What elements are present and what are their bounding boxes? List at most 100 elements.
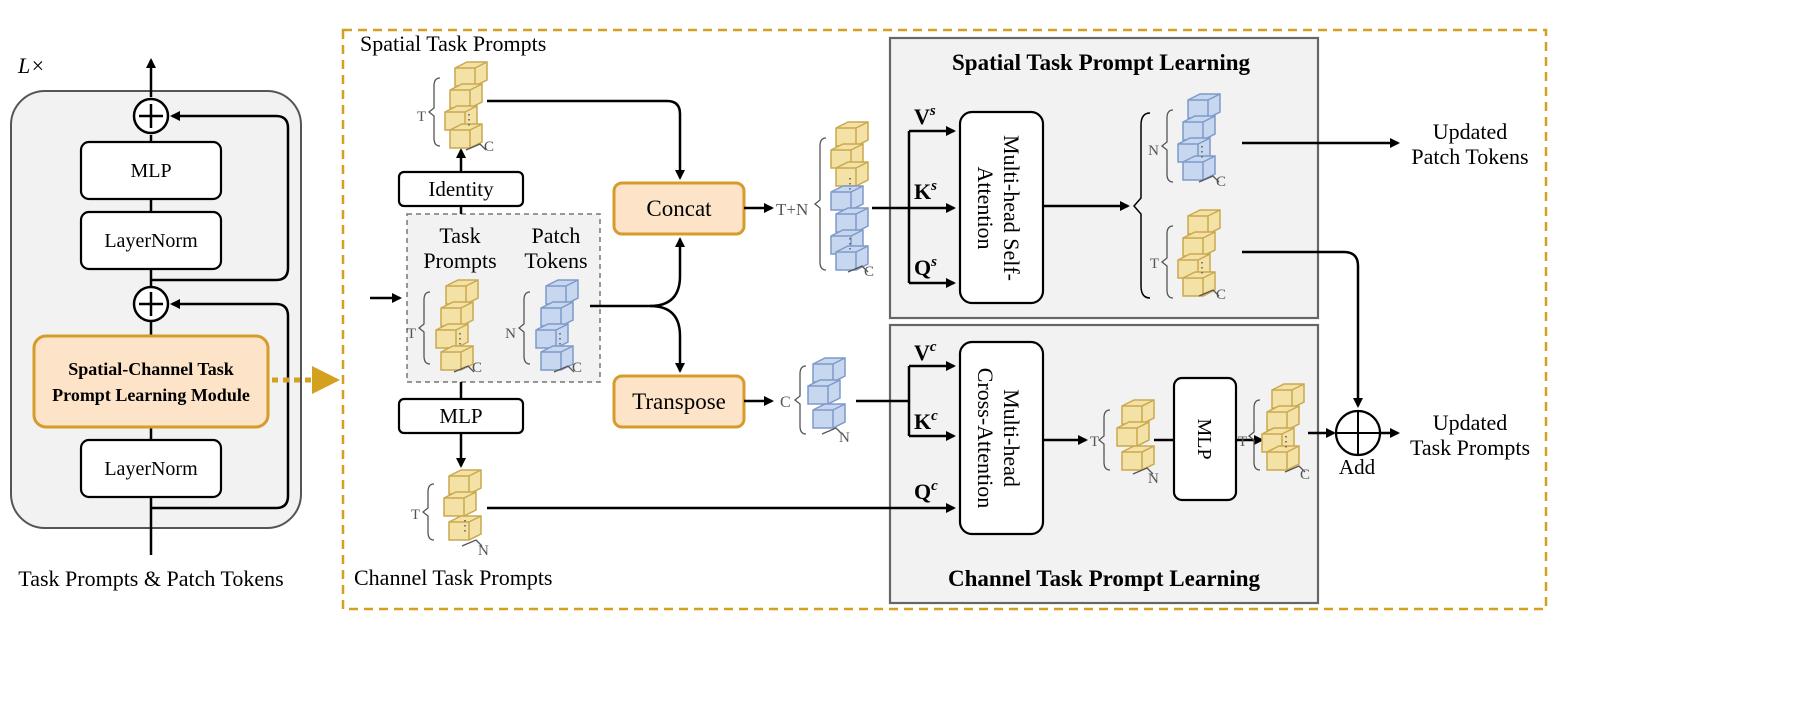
channel-q-sup: c (931, 478, 938, 494)
sym-c: C (572, 360, 582, 376)
layernorm-top-box (79, 210, 223, 271)
sym-n: N (505, 326, 516, 342)
repeat-label: L× (17, 53, 45, 78)
prompt-branch: Spatial Task Prompts Channel Task Prompt… (354, 31, 874, 590)
svg-text:Vc: Vc (914, 339, 937, 365)
sym-t: T (411, 507, 420, 523)
module-detail-frame (341, 28, 1548, 611)
self-attention-label-l2: Attention (973, 166, 998, 249)
sym-c: C (1216, 287, 1226, 303)
spatial-prompts-title: Spatial Task Prompts (360, 31, 546, 56)
channel-v-sup: c (930, 339, 937, 355)
channel-output-stack: ⋮ C (1247, 383, 1310, 483)
transposed-tokens-stack: N (793, 357, 850, 446)
add-node: Add (1334, 409, 1382, 479)
patch-tokens-stack: ⋮ N C (505, 279, 582, 376)
channel-mlp-label: MLP (1193, 418, 1215, 459)
updated-patch-tokens-l2: Patch Tokens (1411, 144, 1528, 169)
block-input-label: Task Prompts & Patch Tokens (18, 566, 283, 591)
module-label-line1: Spatial-Channel Task (68, 359, 234, 379)
patch-tokens-label-l1: Patch (532, 223, 581, 248)
sym-t: T (1238, 434, 1247, 450)
svg-text:⋮: ⋮ (458, 519, 472, 534)
sym-c: C (1300, 467, 1310, 483)
sym-t-plus-n: T+N (776, 200, 808, 219)
spatial-panel-box (888, 36, 1320, 320)
spatial-task-prompt-learning-panel: Spatial Task Prompt Learning Vs Ks Qs Mu… (872, 36, 1400, 408)
updated-task-prompts-l2: Task Prompts (1410, 435, 1530, 460)
spatial-v-sup: s (929, 103, 936, 119)
updated-patch-stack: ⋮ N C (1148, 93, 1226, 190)
layernorm-bottom-label: LayerNorm (104, 458, 198, 480)
updated-spatial-prompts-stack: ⋮ T C (1150, 209, 1226, 303)
mlp-label: MLP (130, 160, 171, 182)
spatial-channel-module-box (32, 334, 270, 429)
identity-label: Identity (428, 177, 494, 201)
transpose-label: Transpose (632, 389, 726, 414)
concat-output-stack: ⋮ ⋮ C (813, 121, 874, 280)
sym-n: N (839, 430, 850, 446)
channel-k-label: K (914, 409, 931, 434)
transformer-block: L× MLP LayerNorm Spatial-Channel Task Pr… (10, 53, 302, 591)
sym-c: C (780, 394, 791, 411)
channel-prompts-title: Channel Task Prompts (354, 565, 553, 590)
sym-c: C (472, 360, 482, 376)
sym-t: T (1150, 256, 1159, 272)
sym-c: C (1216, 174, 1226, 190)
svg-text:Qc: Qc (914, 478, 938, 504)
cross-attention-box (958, 340, 1045, 536)
spatial-v-label: V (914, 104, 930, 129)
self-attention-label-l1: Multi-head Self- (999, 135, 1024, 281)
residual-add-top (132, 97, 170, 135)
channel-panel-title: Channel Task Prompt Learning (948, 566, 1261, 591)
sym-c: C (484, 139, 494, 155)
svg-text:⋮: ⋮ (553, 332, 567, 347)
channel-k-sup: c (931, 408, 938, 424)
svg-text:Vs: Vs (914, 103, 936, 129)
spatial-k-label: K (914, 179, 931, 204)
sym-t: T (407, 326, 416, 342)
sym-n: N (1148, 143, 1159, 159)
spatial-k-sup: s (930, 178, 937, 194)
channel-q-label: Q (914, 479, 931, 504)
spatial-panel-title: Spatial Task Prompt Learning (952, 50, 1251, 75)
prompt-mlp-label: MLP (439, 404, 482, 428)
cross-attention-label-l2: Cross-Attention (973, 368, 998, 509)
svg-text:⋮: ⋮ (453, 332, 467, 347)
module-label-line2: Prompt Learning Module (52, 385, 250, 405)
mlp-box (79, 140, 223, 201)
task-prompts-label-l1: Task (439, 223, 480, 248)
spatial-q-label: Q (914, 255, 931, 280)
cross-attention-label-l1: Multi-head (999, 389, 1024, 487)
patch-tokens-label-l2: Tokens (524, 248, 587, 273)
sym-c: C (864, 264, 874, 280)
self-attention-box (958, 110, 1045, 305)
sym-n: N (1148, 471, 1159, 487)
layernorm-top-label: LayerNorm (104, 230, 198, 252)
svg-text:Qs: Qs (914, 254, 937, 280)
add-label: Add (1339, 455, 1376, 479)
svg-text:⋮: ⋮ (462, 113, 476, 128)
svg-text:⋮: ⋮ (1195, 145, 1209, 160)
expand-arrow-head (312, 366, 340, 394)
svg-text:⋮: ⋮ (843, 177, 857, 192)
cross-attn-output-stack: N (1097, 399, 1159, 487)
updated-patch-tokens-l1: Updated (1433, 119, 1508, 144)
channel-v-label: V (914, 340, 930, 365)
task-prompts-stack: ⋮ T C (407, 279, 482, 376)
spatial-q-sup: s (930, 254, 937, 270)
sym-t: T (417, 109, 426, 125)
concat-label: Concat (646, 196, 712, 221)
updated-task-prompts-l1: Updated (1433, 410, 1508, 435)
sym-t: T (1090, 434, 1099, 450)
channel-task-prompt-learning-panel: Channel Task Prompt Learning Vc Kc Qc Mu… (487, 323, 1336, 605)
svg-text:Kc: Kc (914, 408, 938, 434)
svg-text:Ks: Ks (914, 178, 937, 204)
task-prompts-label-l2: Prompts (423, 248, 496, 273)
svg-text:⋮: ⋮ (1279, 435, 1293, 450)
sym-n: N (478, 543, 489, 559)
spatial-prompts-stack: ⋮ T C (417, 61, 494, 155)
split-brace (1133, 112, 1151, 299)
channel-prompts-stack: ⋮ T N (411, 469, 489, 559)
